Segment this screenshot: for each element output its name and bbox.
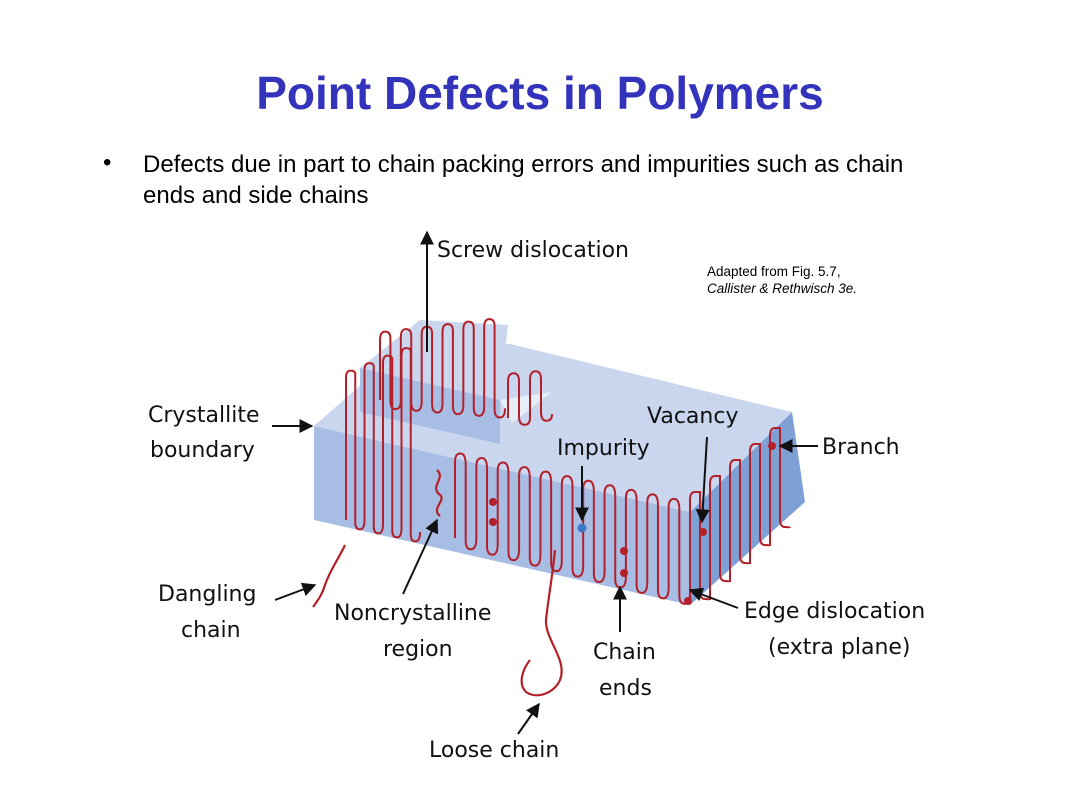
label-noncrystalline-region-1: Noncrystalline (334, 601, 491, 626)
chain-end-marker-2 (489, 518, 497, 526)
label-arrows (272, 230, 818, 735)
noncrystalline-kink-strand (435, 469, 443, 517)
label-screw-dislocation: Screw dislocation (437, 238, 629, 263)
edge-dislocation-marker (684, 597, 692, 605)
chain-fold-screw-step (379, 318, 506, 419)
label-edge-dislocation-2: (extra plane) (768, 635, 911, 660)
bullet-dot-icon: • (103, 149, 112, 176)
loose-chain-arrow (517, 702, 540, 735)
crystal-block (314, 320, 805, 605)
label-chain-ends-2: ends (599, 676, 652, 701)
screw-step-top (360, 320, 508, 400)
polymer-extra-strands (312, 469, 563, 697)
crystal-side-face (690, 412, 805, 605)
vacancy-marker (699, 528, 707, 536)
step-notch (500, 392, 552, 423)
bullet-text: Defects due in part to chain packing err… (143, 151, 904, 209)
label-dangling-chain-1: Dangling (158, 582, 256, 607)
citation-line-2: Callister & Rethwisch 3e. (707, 281, 858, 296)
noncrystalline-region-arrow (402, 518, 439, 595)
label-crystallite-boundary-2: boundary (150, 438, 255, 463)
dangling-chain-arrow (274, 582, 317, 601)
diagram-labels: Screw dislocation Crystallite boundary V… (148, 238, 925, 763)
slide-title: Point Defects in Polymers (256, 67, 824, 119)
dangling-chain-strand (312, 544, 346, 608)
chain-end-marker-4 (620, 569, 628, 577)
polymer-chain-folds (345, 318, 791, 605)
label-branch: Branch (822, 435, 900, 460)
citation-line-1: Adapted from Fig. 5.7, (707, 264, 841, 279)
chain-fold-left-front (345, 347, 421, 543)
screw-step-front (360, 368, 500, 444)
label-edge-dislocation-1: Edge dislocation (744, 599, 925, 624)
figure-citation: Adapted from Fig. 5.7, Callister & Rethw… (707, 263, 857, 297)
crystal-front-face (314, 426, 690, 605)
label-dangling-chain-2: chain (181, 618, 241, 643)
label-loose-chain: Loose chain (429, 738, 559, 763)
loose-chain-strand (520, 549, 563, 697)
label-vacancy: Vacancy (647, 404, 738, 429)
chain-fold-notch (507, 370, 553, 426)
chain-fold-side-face (689, 427, 791, 601)
chain-fold-front-face (454, 452, 691, 605)
label-crystallite-boundary-1: Crystallite (148, 403, 260, 428)
edge-dislocation-arrow (688, 587, 739, 609)
branch-marker (768, 442, 776, 450)
label-chain-ends-1: Chain (593, 640, 656, 665)
impurity-marker (577, 523, 587, 533)
chain-end-marker-3 (620, 547, 628, 555)
vacancy-arrow (695, 436, 710, 524)
label-impurity: Impurity (557, 436, 650, 461)
defect-markers (489, 442, 776, 605)
chain-end-marker-1 (489, 498, 497, 506)
label-noncrystalline-region-2: region (383, 637, 453, 662)
